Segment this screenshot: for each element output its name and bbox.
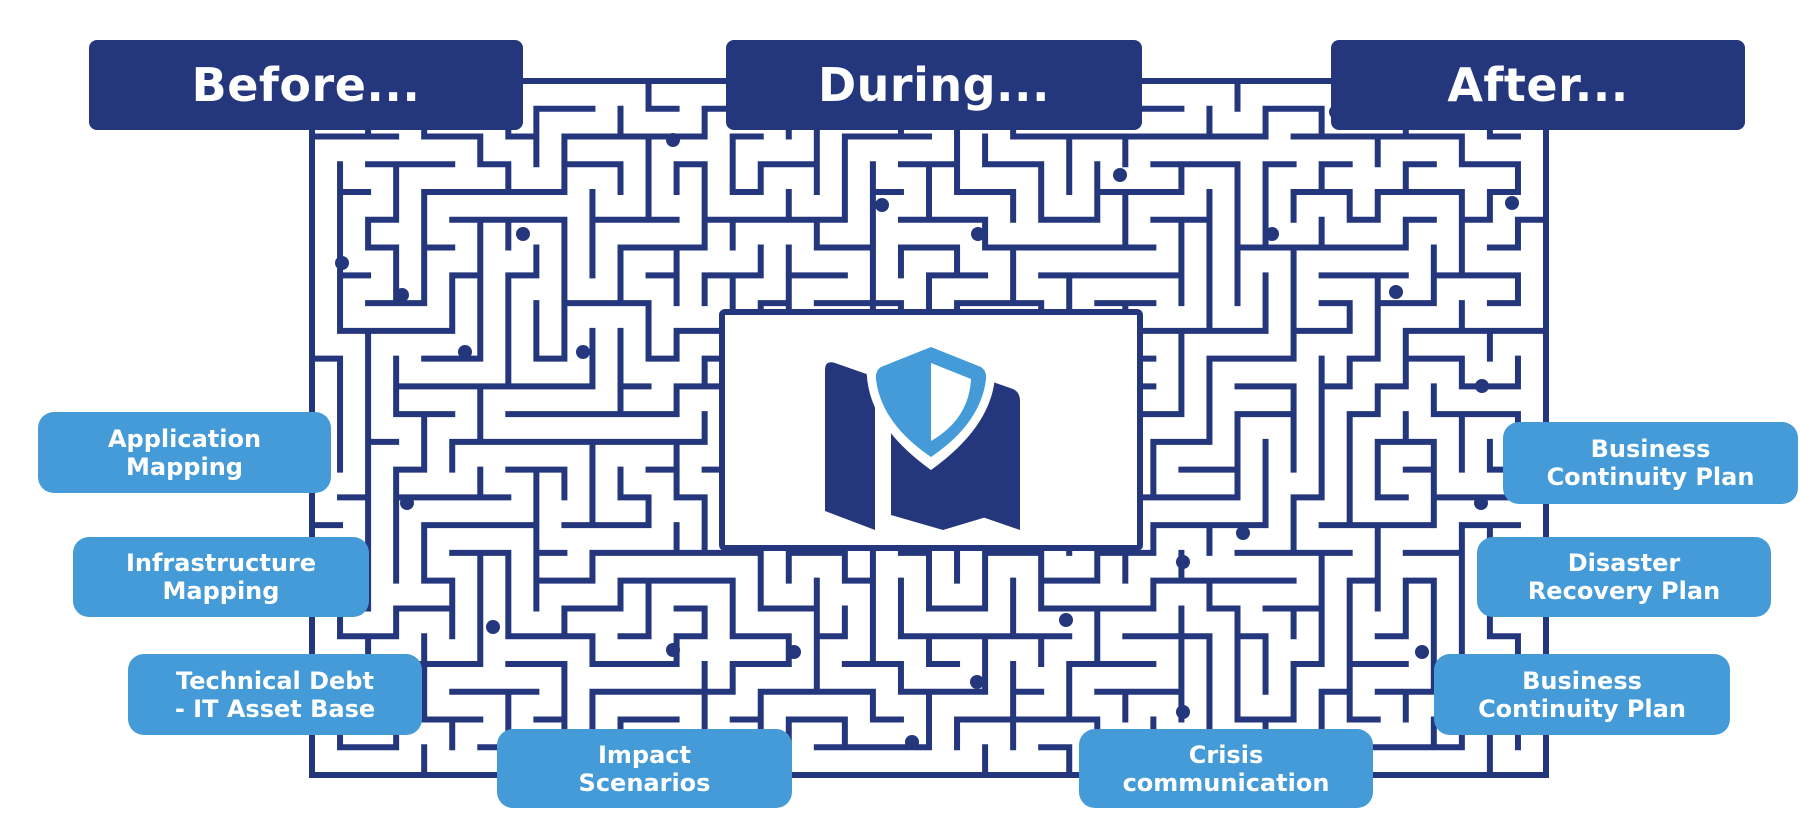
maze-node-dot bbox=[1265, 227, 1279, 241]
tag-disaster-recovery-plan: Disaster Recovery Plan bbox=[1477, 537, 1771, 617]
tag-crisis-communication: Crisis communication bbox=[1079, 729, 1373, 808]
maze-node-dot bbox=[875, 198, 889, 212]
maze-node-dot bbox=[1389, 285, 1403, 299]
maze-node-dot bbox=[1176, 705, 1190, 719]
maze-node-dot bbox=[1176, 555, 1190, 569]
maze-node-dot bbox=[787, 645, 801, 659]
maze-node-dot bbox=[970, 675, 984, 689]
maze-node-dot bbox=[395, 288, 409, 302]
maze-node-dot bbox=[486, 620, 500, 634]
phase-after-header: After... bbox=[1331, 40, 1745, 130]
maze-node-dot bbox=[1415, 645, 1429, 659]
phase-during-header: During... bbox=[726, 40, 1142, 130]
maze-node-dot bbox=[666, 643, 680, 657]
maze-node-dot bbox=[1474, 496, 1488, 510]
maze-node-dot bbox=[1059, 613, 1073, 627]
maze-node-dot bbox=[1113, 168, 1127, 182]
maze-node-dot bbox=[516, 227, 530, 241]
maze-node-dot bbox=[400, 496, 414, 510]
center-panel bbox=[719, 309, 1143, 551]
tag-business-continuity-plan-2: Business Continuity Plan bbox=[1434, 654, 1730, 735]
maze-node-dot bbox=[971, 227, 985, 241]
maze-node-dot bbox=[666, 133, 680, 147]
maze-node-dot bbox=[1505, 196, 1519, 210]
maze-node-dot bbox=[1236, 526, 1250, 540]
tag-application-mapping: Application Mapping bbox=[38, 412, 331, 493]
map-shield-icon bbox=[825, 337, 1020, 530]
maze-node-dot bbox=[458, 345, 472, 359]
tag-technical-debt: Technical Debt - IT Asset Base bbox=[128, 654, 422, 735]
maze-node-dot bbox=[905, 735, 919, 749]
maze-node-dot bbox=[335, 256, 349, 270]
tag-business-continuity-plan: Business Continuity Plan bbox=[1503, 422, 1798, 504]
maze-node-dot bbox=[576, 345, 590, 359]
tag-infrastructure-mapping: Infrastructure Mapping bbox=[73, 537, 369, 617]
maze-node-dot bbox=[1475, 379, 1489, 393]
phase-before-header: Before... bbox=[89, 40, 523, 130]
tag-impact-scenarios: Impact Scenarios bbox=[497, 729, 792, 808]
